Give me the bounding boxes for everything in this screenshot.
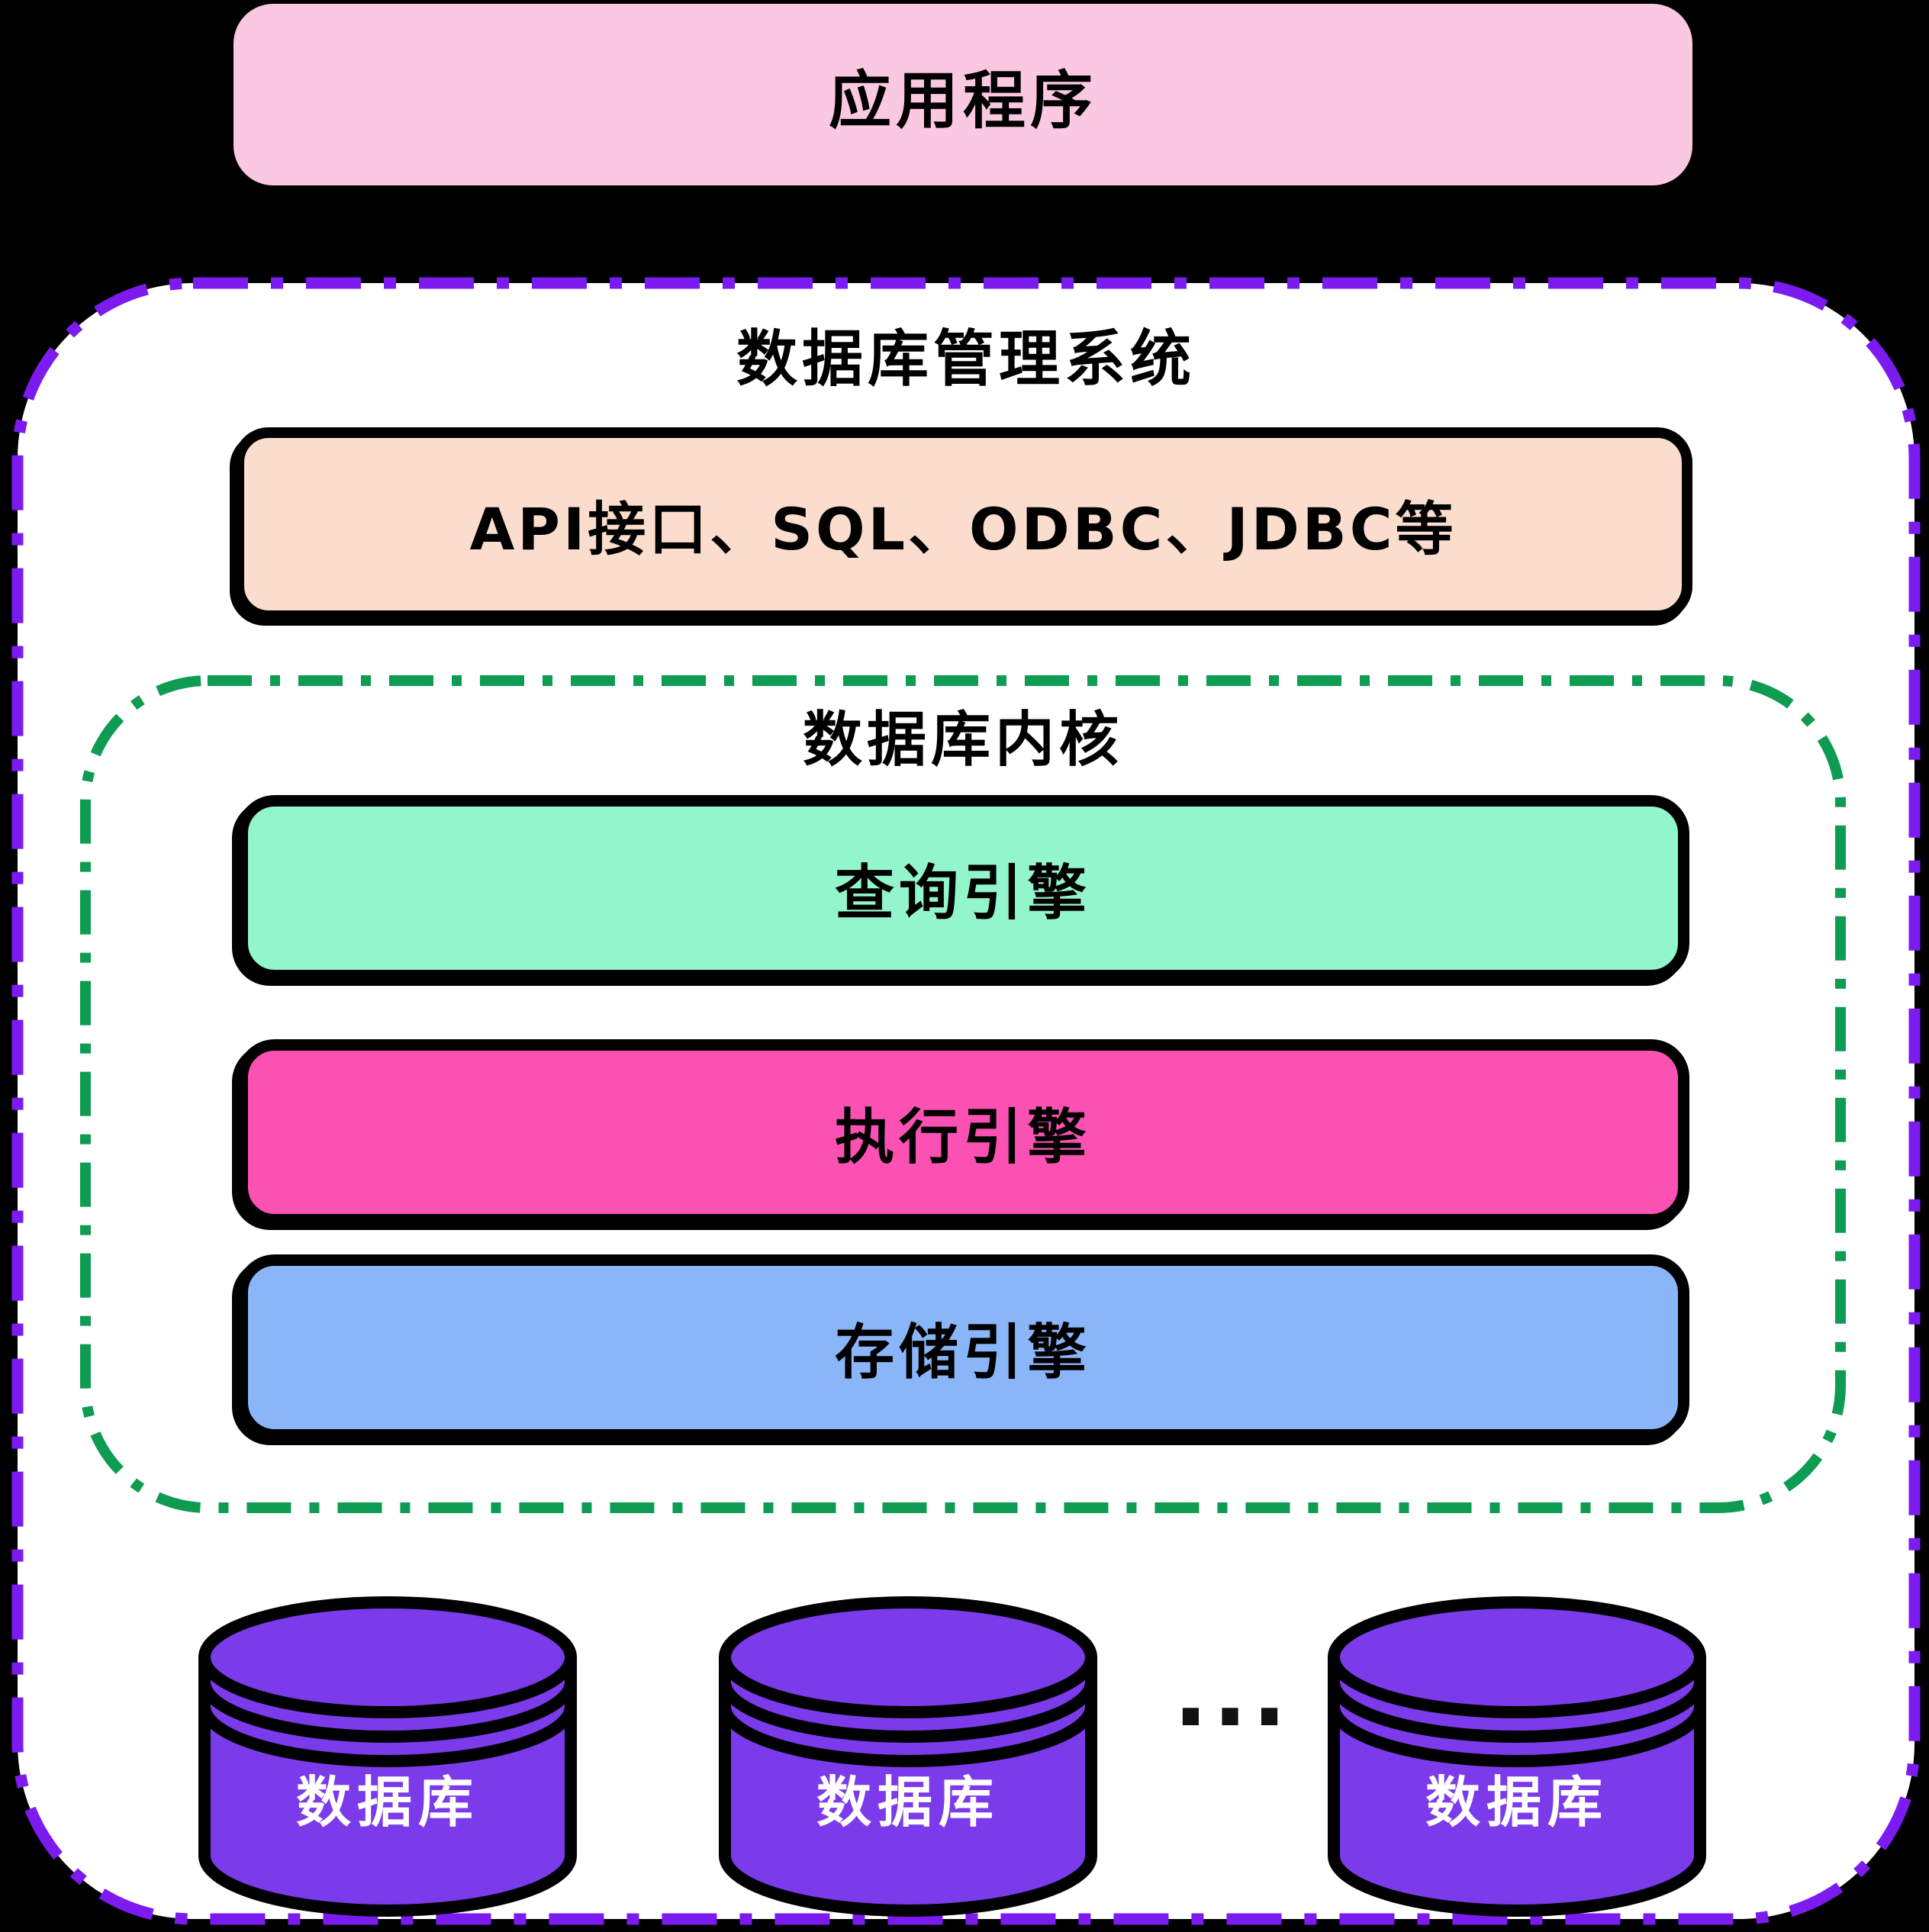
query-engine-label: 查询引擎 [834, 859, 1091, 928]
storage-engine-label: 存储引擎 [834, 1319, 1091, 1387]
query-engine-box: 查询引擎 [237, 795, 1689, 981]
ellipsis-more-databases: ... [1152, 1641, 1312, 1747]
execution-engine-label: 执行引擎 [834, 1103, 1091, 1172]
kernel-title: 数据库内核 [79, 693, 1847, 777]
database-cylinder-icon [198, 1596, 577, 1917]
database-label: 数据库 [1328, 1747, 1706, 1847]
api-box-label: API接口、SQL、ODBC、JDBC等 [469, 495, 1457, 563]
dbms-title: 数据库管理系统 [11, 316, 1921, 394]
kernel-border-outline [80, 675, 1846, 1513]
database-label-text: 数据库 [295, 1769, 479, 1834]
api-box: API接口、SQL、ODBC、JDBC等 [233, 427, 1692, 621]
ellipsis-text: ... [1173, 1641, 1292, 1747]
kernel-title-text: 数据库内核 [802, 706, 1123, 774]
dbms-title-text: 数据库管理系统 [736, 324, 1196, 394]
application-box: 应用程序 [233, 4, 1692, 185]
storage-engine-box: 存储引擎 [237, 1254, 1689, 1441]
database-label-text: 数据库 [1425, 1769, 1609, 1834]
database-label-text: 数据库 [816, 1769, 1000, 1834]
database-label: 数据库 [719, 1747, 1097, 1847]
database-label: 数据库 [198, 1747, 577, 1847]
kernel-container [79, 675, 1847, 1514]
application-label: 应用程序 [828, 64, 1097, 137]
database-cylinder-icon [1328, 1596, 1706, 1917]
database-cylinder-icon [719, 1596, 1097, 1917]
execution-engine-box: 执行引擎 [237, 1039, 1689, 1225]
